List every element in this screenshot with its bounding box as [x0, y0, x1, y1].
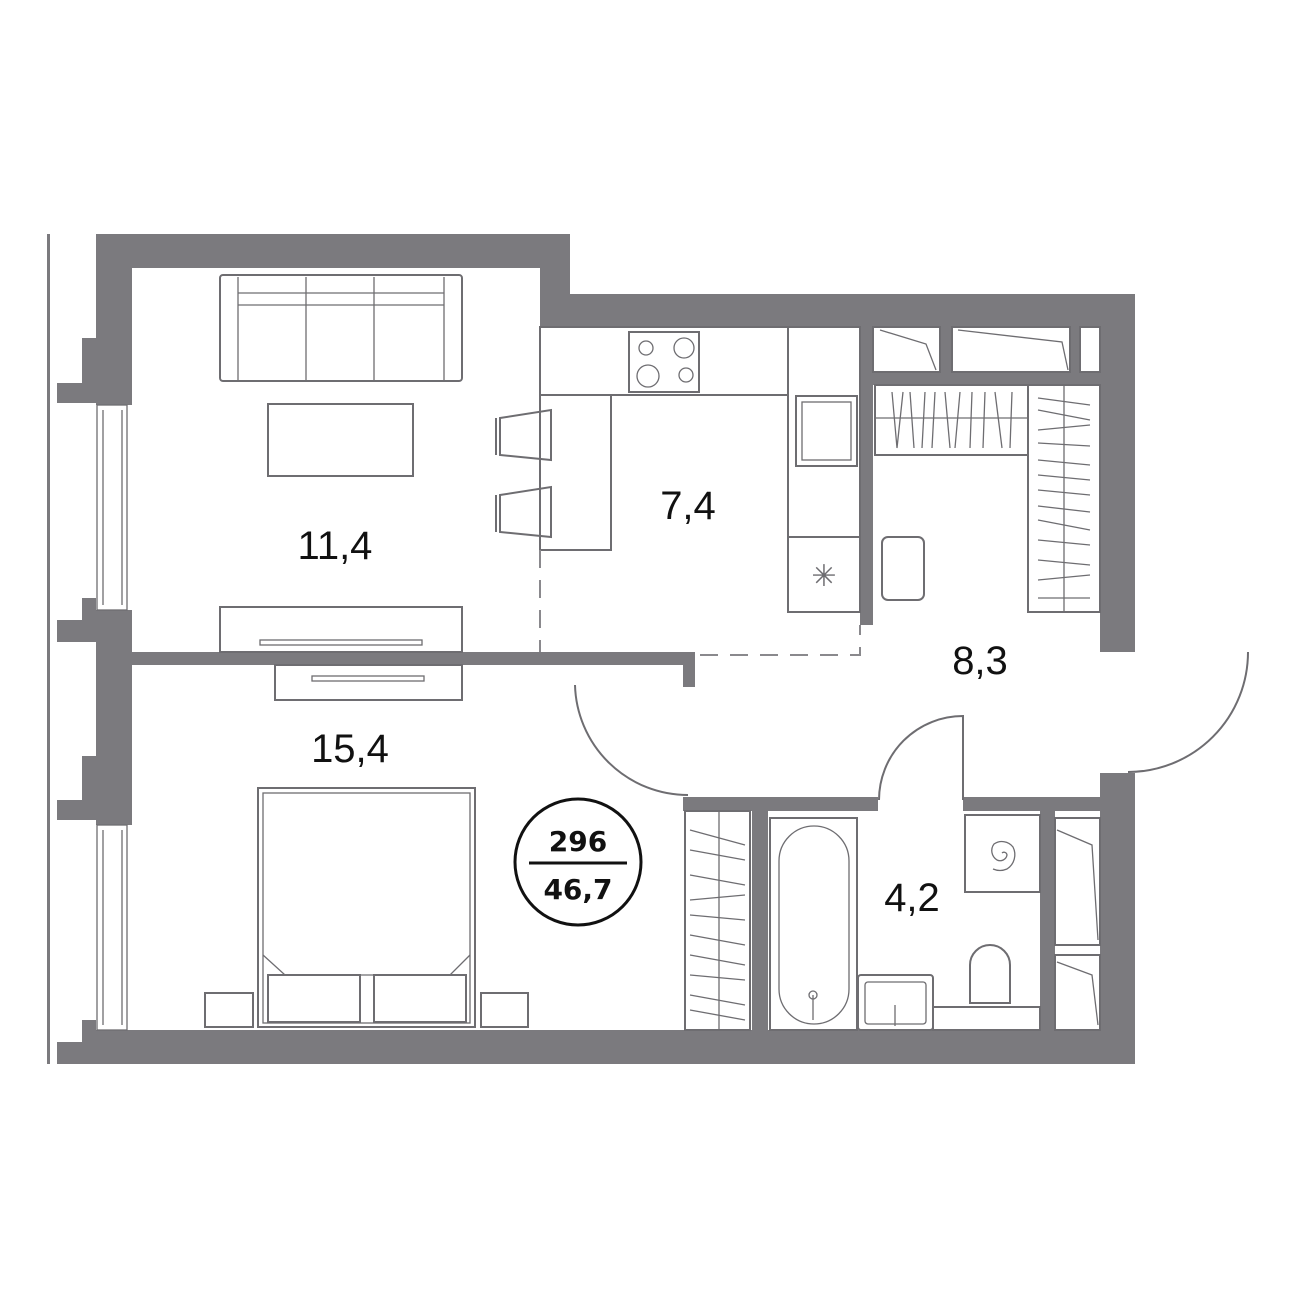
area-hall: 8,3 [952, 639, 1008, 683]
wardrobe-hall [874, 384, 1101, 613]
wall-left-1 [96, 234, 132, 405]
pouf [881, 536, 925, 601]
window-living [96, 404, 128, 611]
walls [57, 234, 1135, 1064]
wall-wardrobe-bath [752, 811, 768, 1030]
area-living: 11,4 [298, 524, 373, 568]
entrance-door[interactable] [1127, 651, 1249, 773]
toilet [969, 944, 1011, 1004]
wall-left-3 [96, 1030, 132, 1064]
area-bedroom: 15,4 [311, 727, 389, 771]
bar-stool [495, 485, 552, 539]
bathroom-storage [1054, 817, 1101, 1031]
kitchen-zone-boundary [539, 550, 861, 656]
wall-bath-storage [1040, 811, 1055, 1030]
wall-hall-closet [873, 372, 1100, 385]
tv-stand-living [219, 606, 463, 653]
wall-right-lower [1100, 773, 1135, 1064]
spiral-icon [991, 840, 1016, 872]
bathroom-door[interactable] [878, 714, 964, 801]
facade-line [47, 234, 50, 1064]
wall-left-2 [96, 610, 132, 825]
sofa [219, 274, 463, 382]
area-kitchen: 7,4 [660, 484, 716, 528]
wall-pier-1 [57, 338, 96, 403]
apartment-badge: 296 46,7 [513, 797, 643, 927]
area-bathroom: 4,2 [884, 876, 940, 920]
fridge-snowflake-icon: ✳ [811, 559, 836, 594]
bed [257, 787, 476, 1028]
apartment-number: 296 [549, 825, 607, 858]
wall-pier-2 [57, 598, 96, 642]
total-area: 46,7 [543, 873, 612, 906]
bathtub [769, 817, 858, 1031]
wardrobe-bedroom [684, 810, 751, 1031]
kitchen-island [539, 394, 612, 551]
wall-living-bedroom [132, 652, 695, 665]
wall-kitchen-hall [860, 327, 873, 625]
tv-stand-bedroom [274, 664, 463, 701]
wall-closet-divider-2 [1070, 327, 1080, 372]
wall-pier-4 [57, 1020, 96, 1064]
sink [795, 395, 858, 467]
nightstand [480, 992, 529, 1028]
cooktop [628, 331, 700, 393]
wall-pier-3 [57, 756, 96, 820]
window-bedroom [96, 824, 128, 1031]
kitchen-counter: ✳ [539, 326, 861, 613]
coffee-table [267, 403, 414, 477]
wall-hall-bath [963, 797, 1100, 811]
wall-bottom [96, 1030, 1135, 1064]
wall-bedroom-bath [683, 797, 878, 811]
bedroom-door[interactable] [574, 684, 689, 796]
wall-top-right [540, 294, 1135, 327]
bathroom-sink [857, 974, 934, 1031]
washing-machine [964, 814, 1041, 893]
wall-right-upper [1100, 294, 1135, 652]
wall-top-left [96, 234, 570, 268]
toilet-cistern [932, 1006, 1041, 1031]
wall-living-bedroom-end [683, 665, 695, 687]
nightstand [204, 992, 254, 1028]
bar-stool [495, 408, 552, 462]
hall-closets [872, 326, 1101, 373]
wall-closet-divider-1 [940, 327, 952, 372]
